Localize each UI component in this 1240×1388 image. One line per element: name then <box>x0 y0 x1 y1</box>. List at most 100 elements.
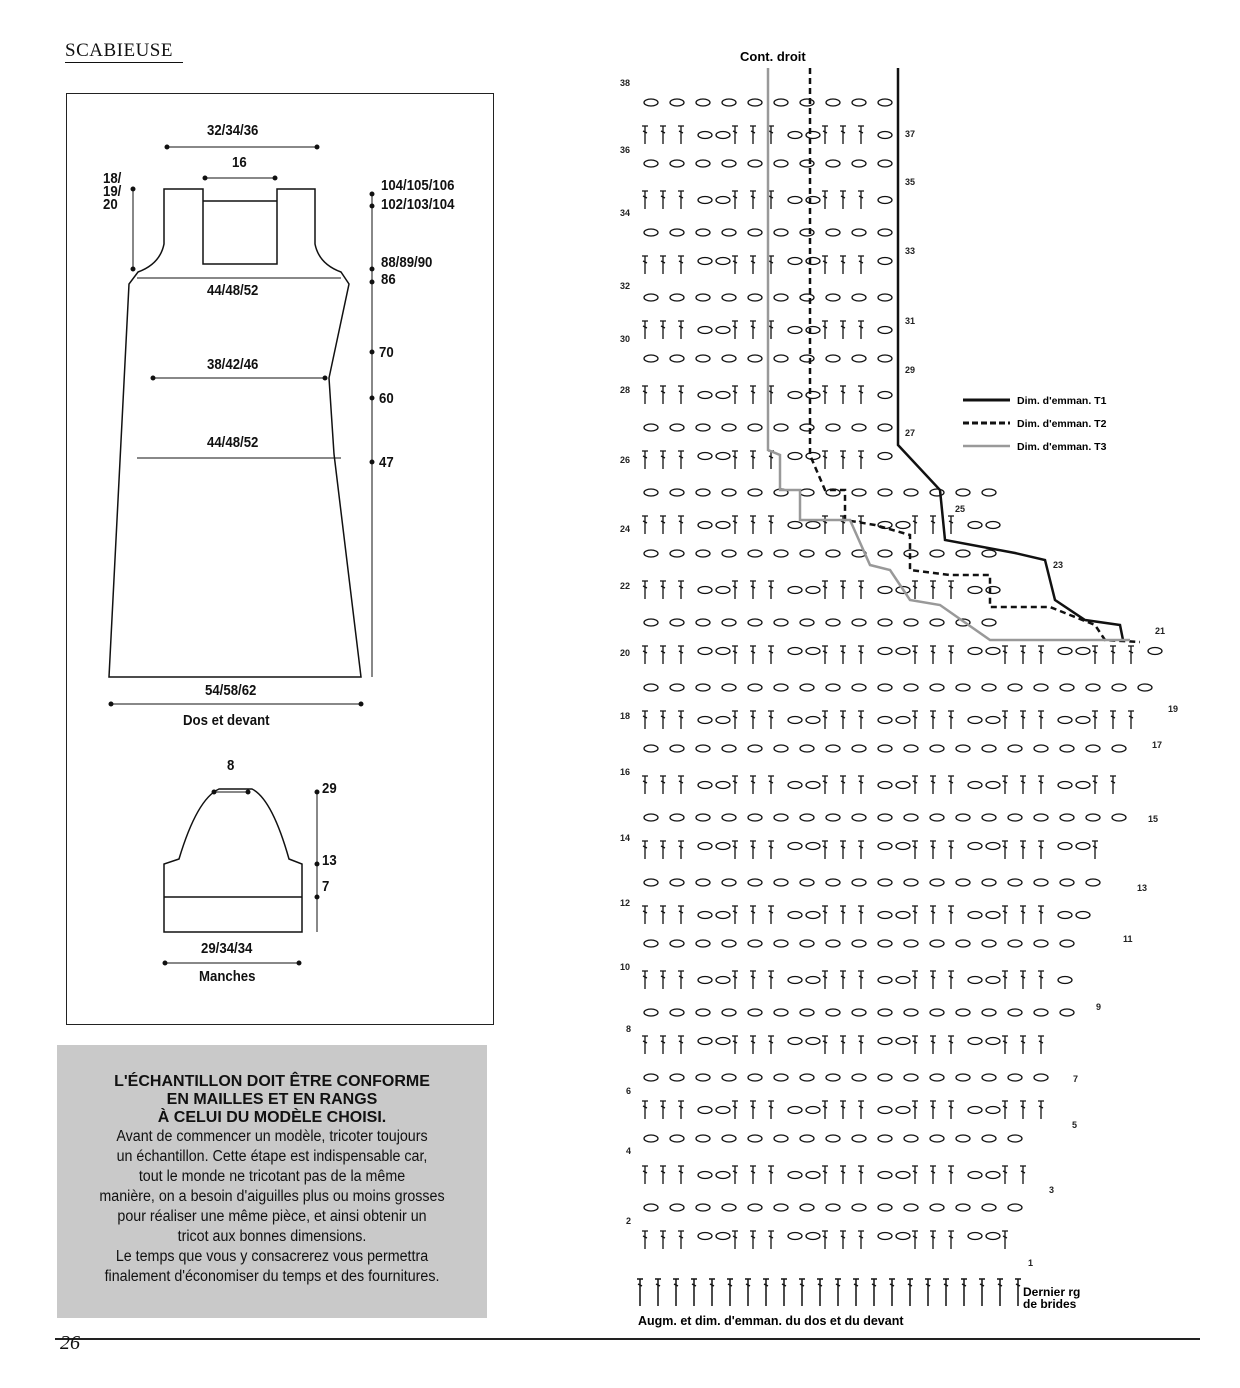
double-crochet-symbol <box>678 580 684 599</box>
chain-symbol <box>877 293 893 302</box>
double-crochet-symbol <box>1020 645 1026 664</box>
double-crochet-symbol <box>840 125 846 144</box>
shaping-line-t3 <box>766 68 1130 642</box>
chain-symbol <box>877 451 893 461</box>
chain-symbol <box>695 744 711 753</box>
chain-symbol <box>669 1073 685 1082</box>
double-crochet-symbol <box>912 775 918 794</box>
double-crochet-symbol <box>768 1165 774 1184</box>
double-crochet-symbol <box>678 255 684 274</box>
double-crochet-symbol <box>858 645 864 664</box>
chain-symbol <box>773 423 789 432</box>
chain-symbol <box>825 1134 841 1143</box>
row-number: 32 <box>620 281 630 291</box>
double-crochet-symbol <box>912 515 918 534</box>
double-crochet-symbol <box>930 1230 936 1249</box>
chain-symbol <box>903 488 919 497</box>
legend-label-t3: Dim. d'emman. T3 <box>1017 441 1107 453</box>
chain-symbol <box>697 520 713 530</box>
chain-symbol <box>787 910 803 920</box>
double-crochet-symbol <box>840 1100 846 1119</box>
double-crochet-symbol <box>822 450 828 469</box>
chain-symbol <box>787 1036 803 1046</box>
chain-symbol <box>877 878 893 887</box>
double-crochet-symbol <box>1002 840 1008 859</box>
chain-symbol <box>955 488 971 497</box>
chain-symbol <box>877 975 893 985</box>
chain-symbol <box>747 488 763 497</box>
chain-symbol <box>773 1073 789 1082</box>
double-crochet-symbol <box>732 905 738 924</box>
double-crochet-symbol <box>1038 1035 1044 1054</box>
row-number: 5 <box>1072 1120 1077 1130</box>
chain-symbol <box>643 813 659 822</box>
chain-symbol <box>955 1008 971 1017</box>
double-crochet-symbol <box>840 645 846 664</box>
chain-symbol <box>773 618 789 627</box>
chain-symbol <box>643 159 659 168</box>
double-crochet-symbol <box>732 710 738 729</box>
chain-symbol <box>955 1203 971 1212</box>
chain-symbol <box>669 549 685 558</box>
double-crochet-symbol <box>858 840 864 859</box>
double-crochet-symbol <box>732 255 738 274</box>
last-row-stitches <box>637 68 1021 1306</box>
chain-symbol <box>799 744 815 753</box>
chain-symbol <box>787 585 803 595</box>
chain-symbol <box>805 780 821 790</box>
chain-symbol <box>895 646 911 656</box>
stitch-row <box>642 905 1091 924</box>
chain-symbol <box>825 939 841 948</box>
chain-symbol <box>985 646 1001 656</box>
chain-symbol <box>895 1036 911 1046</box>
chain-symbol <box>955 618 971 627</box>
stitch-row <box>643 159 893 168</box>
gauge-note: L'ÉCHANTILLON DOIT ÊTRE CONFORME EN MAIL… <box>57 1045 487 1318</box>
double-crochet-symbol <box>768 905 774 924</box>
chain-symbol <box>929 488 945 497</box>
double-crochet-symbol <box>678 385 684 404</box>
double-crochet-symbol <box>678 1165 684 1184</box>
chain-symbol <box>799 159 815 168</box>
double-crochet-symbol <box>678 645 684 664</box>
double-crochet-symbol <box>768 515 774 534</box>
double-crochet-symbol <box>732 580 738 599</box>
legend: Dim. d'emman. T1 Dim. d'emman. T2 Dim. d… <box>963 395 1107 453</box>
double-crochet-symbol <box>912 970 918 989</box>
chain-symbol <box>695 1134 711 1143</box>
chain-symbol <box>1033 1073 1049 1082</box>
chain-symbol <box>877 549 893 558</box>
chain-symbol <box>1085 744 1101 753</box>
row-number: 22 <box>620 581 630 591</box>
double-crochet-symbol <box>858 970 864 989</box>
chain-symbol <box>643 1203 659 1212</box>
chain-symbol <box>669 1134 685 1143</box>
double-crochet-symbol <box>678 190 684 209</box>
chain-symbol <box>773 878 789 887</box>
note-line: tout le monde ne tricotant pas de la mêm… <box>138 1168 406 1185</box>
stitch-row <box>642 775 1116 794</box>
double-crochet-symbol <box>642 710 648 729</box>
chain-symbol <box>799 618 815 627</box>
chain-symbol <box>877 939 893 948</box>
page-title: SCABIEUSE <box>65 40 183 63</box>
last-row-label-1: Dernier rg <box>1023 1285 1080 1299</box>
double-crochet-symbol <box>948 1165 954 1184</box>
chain-symbol <box>1059 939 1075 948</box>
double-crochet-symbol <box>1110 710 1116 729</box>
row-number: 12 <box>620 898 630 908</box>
chain-symbol <box>669 744 685 753</box>
chain-symbol <box>697 780 713 790</box>
chain-symbol <box>903 1134 919 1143</box>
chain-symbol <box>747 813 763 822</box>
chain-symbol <box>985 715 1001 725</box>
double-crochet-symbol <box>732 515 738 534</box>
double-crochet-symbol <box>732 970 738 989</box>
double-crochet-symbol <box>1020 1100 1026 1119</box>
chain-symbol <box>695 1073 711 1082</box>
chain-symbol <box>669 354 685 363</box>
chain-symbol <box>981 683 997 692</box>
double-crochet-symbol <box>1128 710 1134 729</box>
double-crochet-symbol <box>732 645 738 664</box>
row-number: 16 <box>620 767 630 777</box>
